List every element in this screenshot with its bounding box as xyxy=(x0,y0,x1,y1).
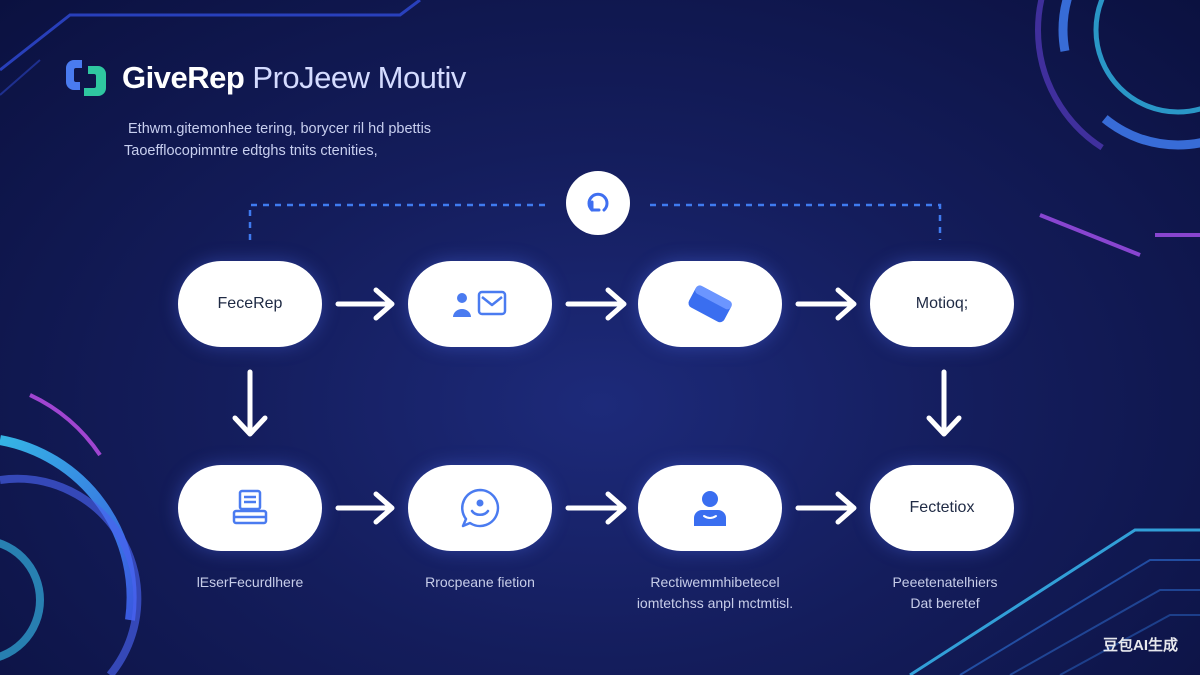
arrow-right-icon xyxy=(795,287,857,321)
subtitle-line-1: Ethwm.gitemonhee tering, borycer ril hd … xyxy=(128,121,432,137)
flow-node-8[interactable]: Fectetiox xyxy=(870,465,1014,551)
node-6-caption: Rrocpeane fietion xyxy=(425,574,535,590)
dashed-connector-left xyxy=(248,203,548,240)
top-connector-node[interactable] xyxy=(566,171,630,235)
flow-node-8-label: Fectetiox xyxy=(909,499,975,516)
flow-node-1[interactable]: FeceRep xyxy=(178,261,322,347)
brand-title: GiveRep ProJeew Moutiv xyxy=(122,60,466,96)
flow-node-5[interactable] xyxy=(178,465,322,551)
brand-title-bold: GiveRep xyxy=(122,60,245,95)
node-7-caption: Rectiwemmhibetecel iomtetchss anpl mctmt… xyxy=(636,574,794,611)
flow-node-6[interactable] xyxy=(408,465,552,551)
arrow-right-icon xyxy=(335,287,395,321)
arrow-down-icon xyxy=(926,369,962,437)
subtitle-line-2: Taoefflocopimntre edtghs tnits ctenities… xyxy=(124,143,378,159)
refresh-loop-icon xyxy=(587,192,609,212)
person-icon xyxy=(694,491,726,526)
brand-logo-icon xyxy=(66,60,106,96)
node-8-caption: Peeetenatelhiers Dat beretef xyxy=(892,574,998,611)
flow-node-1-label: FeceRep xyxy=(217,295,283,312)
flow-node-3[interactable] xyxy=(638,261,782,347)
watermark: 豆包AI生成 xyxy=(1102,637,1178,654)
brand-header: GiveRep ProJeew Moutiv xyxy=(64,56,466,100)
arrow-right-icon xyxy=(565,287,627,321)
flow-node-4-label: Motioq; xyxy=(915,295,969,312)
user-envelope-icon xyxy=(453,290,507,317)
dashed-connector-right xyxy=(650,203,942,240)
chat-bubble-icon xyxy=(461,488,500,528)
subtitle: Ethwm.gitemonhee tering, borycer ril hd … xyxy=(124,118,432,162)
brand-title-rest: ProJeew Moutiv xyxy=(244,60,466,95)
arrow-right-icon xyxy=(795,491,857,525)
arrow-down-icon xyxy=(232,369,268,437)
flow-node-7[interactable] xyxy=(638,465,782,551)
arrow-right-icon xyxy=(565,491,627,525)
flow-node-2[interactable] xyxy=(408,261,552,347)
arrow-right-icon xyxy=(335,491,395,525)
flow-node-4[interactable]: Motioq; xyxy=(870,261,1014,347)
document-stack-icon xyxy=(232,489,268,525)
node-5-caption: lEserFecurdlhere xyxy=(196,574,304,590)
ticket-icon xyxy=(688,285,732,323)
